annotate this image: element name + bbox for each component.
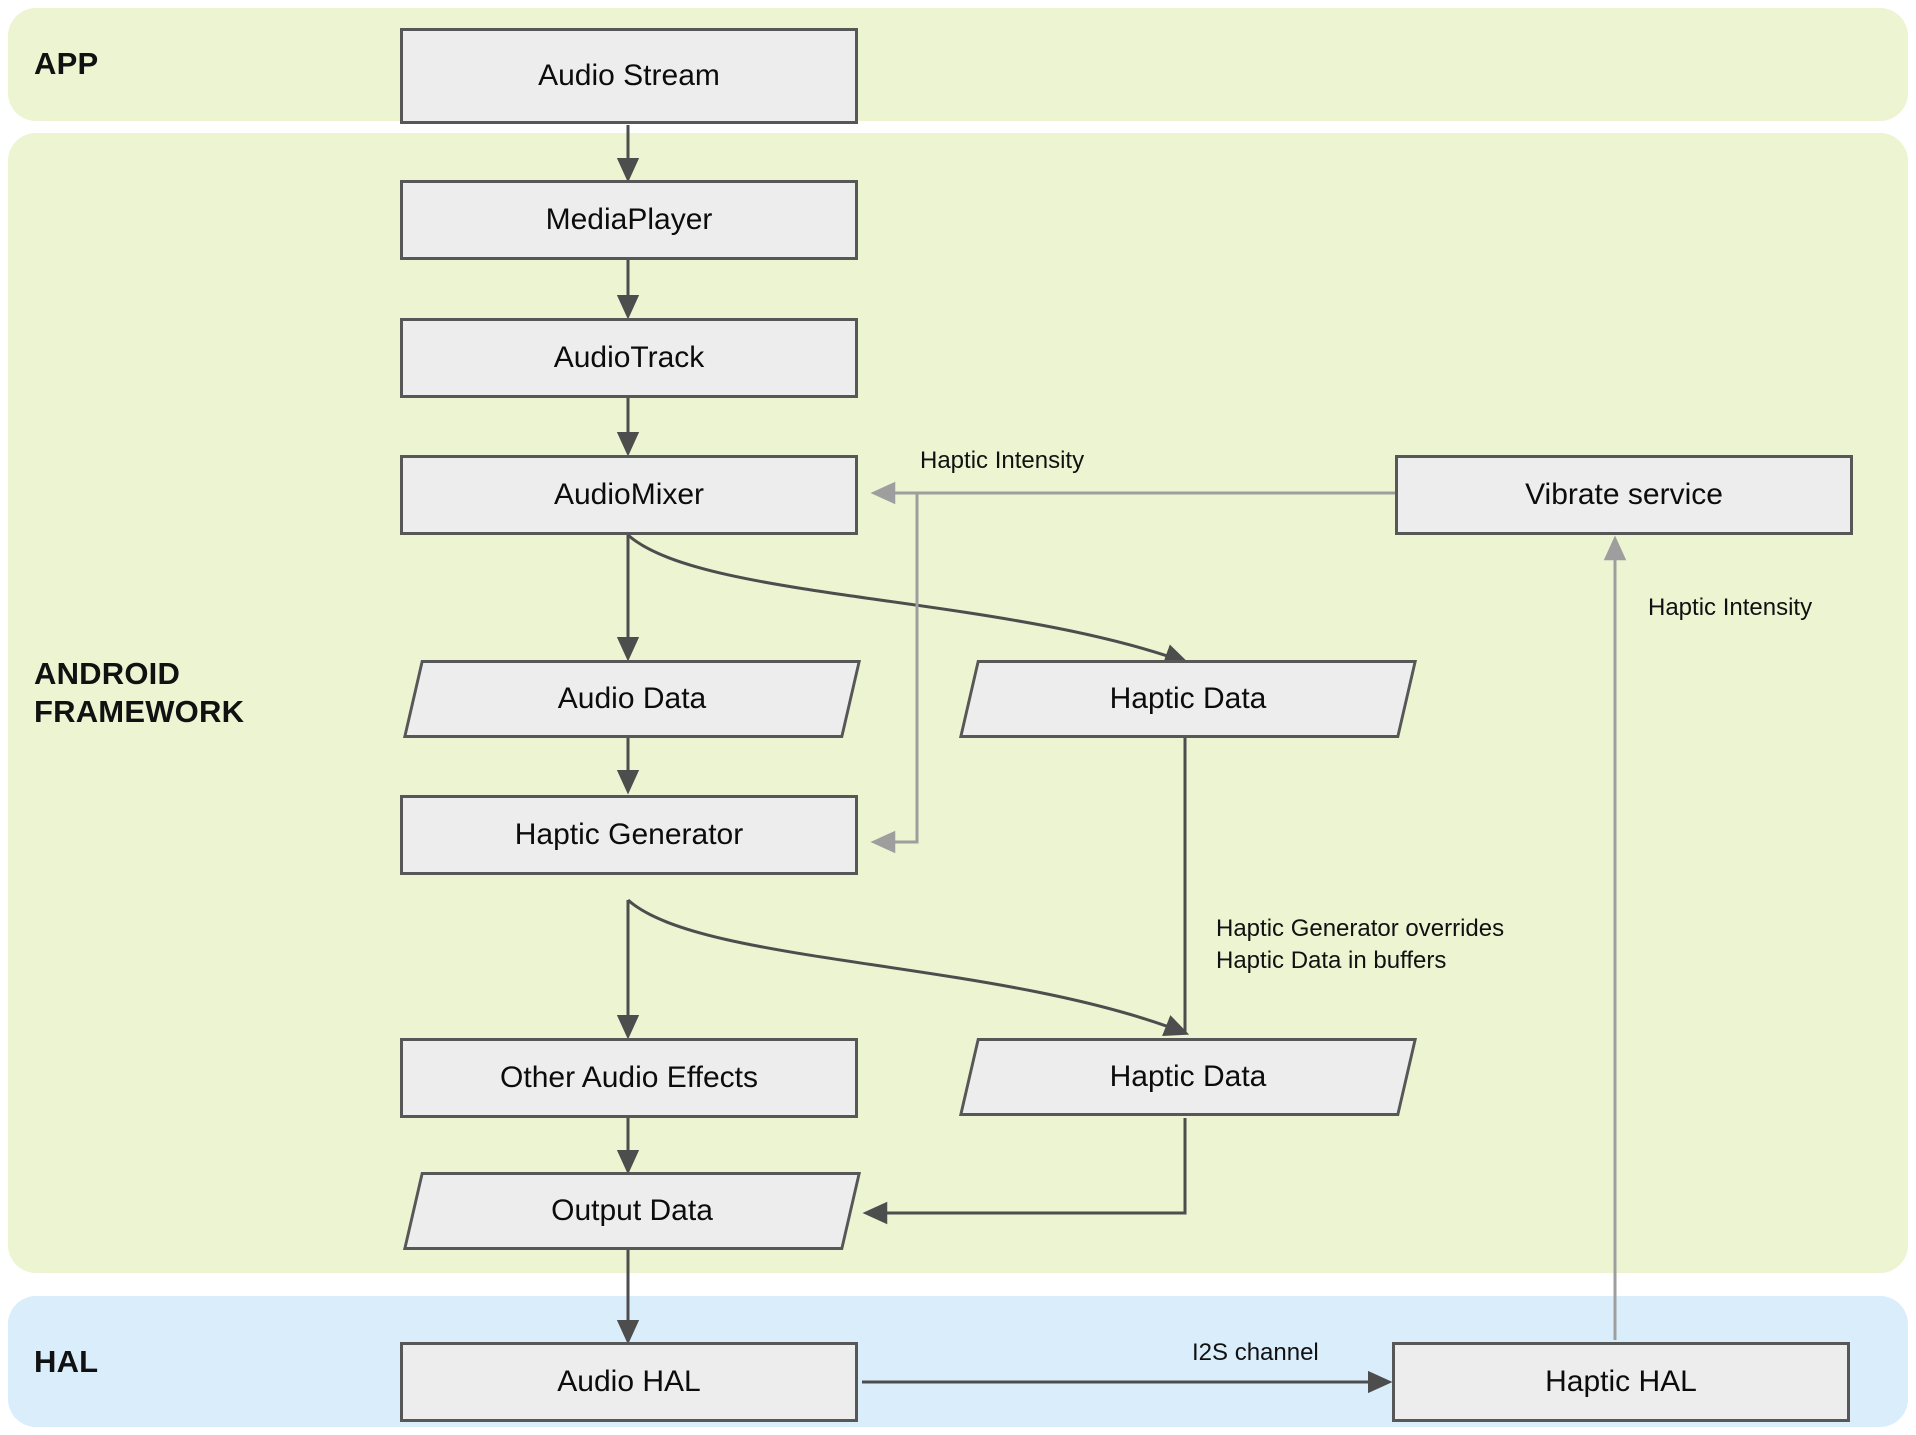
- node-audio-data[interactable]: Audio Data: [402, 660, 862, 738]
- node-other-audio-effects[interactable]: Other Audio Effects: [400, 1038, 858, 1118]
- node-label-audio-track: AudioTrack: [553, 341, 705, 374]
- node-haptic-hal[interactable]: Haptic HAL: [1392, 1342, 1850, 1422]
- node-label-output-data: Output Data: [551, 1194, 713, 1227]
- node-label-haptic-data-1: Haptic Data: [1109, 682, 1267, 715]
- node-audio-track[interactable]: AudioTrack: [400, 318, 858, 398]
- node-vibrate-service[interactable]: Vibrate service: [1395, 455, 1853, 535]
- node-audio-stream[interactable]: Audio Stream: [400, 28, 858, 124]
- band-android-framework: [8, 133, 1908, 1273]
- node-haptic-generator[interactable]: Haptic Generator: [400, 795, 858, 875]
- node-label-haptic-generator: Haptic Generator: [514, 818, 744, 851]
- node-label-audio-data: Audio Data: [557, 682, 707, 715]
- node-output-data[interactable]: Output Data: [402, 1172, 862, 1250]
- band-label-hal: HAL: [34, 1344, 99, 1379]
- band-label-app: APP: [34, 46, 99, 81]
- node-label-audio-mixer: AudioMixer: [553, 478, 705, 511]
- node-label-vibrate-service: Vibrate service: [1525, 478, 1723, 511]
- edge-label-haptic-intensity-vibrate: Haptic Intensity: [1648, 594, 1813, 621]
- node-label-audio-hal: Audio HAL: [557, 1365, 701, 1398]
- edge-label-i2s-channel: I2S channel: [1192, 1339, 1319, 1366]
- node-label-audio-stream: Audio Stream: [538, 59, 720, 92]
- node-haptic-data-2[interactable]: Haptic Data: [958, 1038, 1418, 1116]
- edge-label-haptic-intensity-mixer: Haptic Intensity: [920, 447, 1085, 474]
- band-app: [8, 8, 1908, 121]
- edge-label-override-note: Haptic Generator overrides Haptic Data i…: [1216, 915, 1505, 974]
- band-label-android-framework: ANDROID FRAMEWORK: [34, 656, 245, 729]
- node-label-haptic-data-2: Haptic Data: [1109, 1060, 1267, 1093]
- node-haptic-data-1[interactable]: Haptic Data: [958, 660, 1418, 738]
- node-label-haptic-hal: Haptic HAL: [1545, 1365, 1697, 1398]
- node-media-player[interactable]: MediaPlayer: [400, 180, 858, 260]
- node-label-other-audio-effects: Other Audio Effects: [500, 1061, 758, 1094]
- node-label-media-player: MediaPlayer: [545, 203, 713, 236]
- node-audio-mixer[interactable]: AudioMixer: [400, 455, 858, 535]
- node-audio-hal[interactable]: Audio HAL: [400, 1342, 858, 1422]
